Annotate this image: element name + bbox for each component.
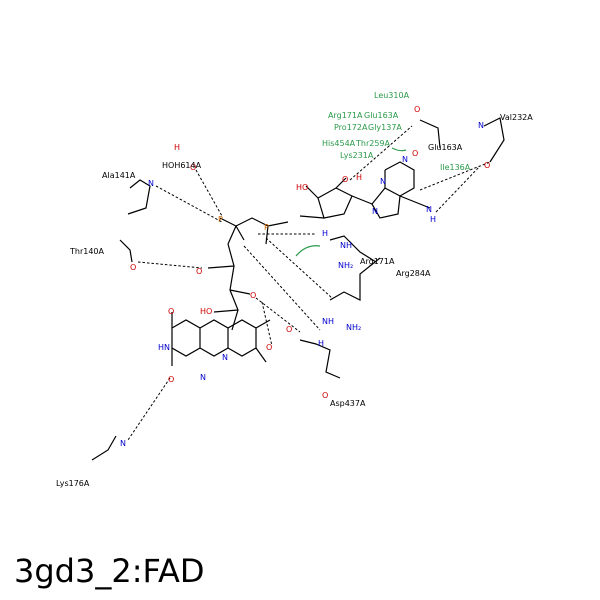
svg-text:O: O [266, 343, 272, 352]
svg-text:NH: NH [322, 317, 334, 326]
svg-text:O: O [250, 291, 256, 300]
label-thr259: Thr259A [355, 139, 391, 148]
svg-text:O: O [196, 267, 202, 276]
label-glu163: Glu163A [428, 143, 463, 152]
label-arg171: Arg171A [360, 257, 395, 266]
label-ala141: Ala141A [102, 171, 136, 180]
svg-text:O: O [190, 163, 196, 172]
label-hoh614: HOH614A [162, 161, 202, 170]
svg-text:N: N [426, 205, 432, 214]
svg-text:O: O [168, 375, 174, 384]
hydrophobic-contacts [295, 147, 407, 257]
svg-text:H: H [322, 229, 328, 238]
svg-text:NH₂: NH₂ [346, 323, 361, 332]
svg-text:O: O [484, 161, 490, 170]
svg-text:O: O [322, 391, 328, 400]
svg-text:O: O [414, 105, 420, 114]
svg-text:N: N [478, 121, 484, 130]
label-his454: His454A [322, 139, 356, 148]
adenine-ring [371, 161, 431, 219]
isoalloxazine-ring [171, 312, 271, 366]
hydrogen-bonds [127, 125, 491, 441]
svg-text:NH₂: NH₂ [338, 261, 353, 270]
svg-text:NH: NH [340, 241, 352, 250]
label-arg284: Arg284A [396, 269, 431, 278]
residue-stubs [91, 117, 505, 461]
atom-labels: HO O H N N N N H P P O H O N O O HO HN O… [120, 105, 490, 448]
svg-text:N: N [200, 373, 206, 382]
svg-text:HO: HO [200, 307, 212, 316]
label-val232: Val232A [500, 113, 533, 122]
label-glu163-hydrophobic: Glu163A [364, 111, 399, 120]
svg-text:HO: HO [296, 183, 308, 192]
label-gly137: Gly137A [368, 123, 402, 132]
label-thr140: Thr140A [69, 247, 105, 256]
svg-text:P: P [264, 223, 269, 232]
svg-text:P: P [218, 215, 223, 224]
residue-labels: Leu310A Arg171A Glu163A Pro172A Gly137A … [56, 91, 533, 488]
svg-text:O: O [342, 175, 348, 184]
svg-text:HN: HN [158, 343, 170, 352]
svg-text:H: H [356, 173, 362, 182]
svg-text:O: O [130, 263, 136, 272]
svg-text:H: H [430, 215, 436, 224]
label-pro172: Pro172A [334, 123, 368, 132]
svg-text:N: N [372, 207, 378, 216]
svg-text:N: N [380, 177, 386, 186]
svg-text:N: N [402, 155, 408, 164]
svg-text:H: H [174, 143, 180, 152]
ribityl-chain [207, 243, 251, 331]
phosphate-chain [219, 217, 289, 245]
label-lys176: Lys176A [56, 479, 90, 488]
label-asp437: Asp437A [330, 399, 366, 408]
svg-text:O: O [168, 307, 174, 316]
svg-text:O: O [286, 325, 292, 334]
page-title: 3gd3_2:FAD [14, 552, 205, 590]
label-leu310: Leu310A [374, 91, 410, 100]
ribose-ring [299, 177, 373, 219]
svg-text:N: N [222, 353, 228, 362]
label-arg171-hydrophobic: Arg171A [328, 111, 363, 120]
label-lys231: Lys231A [340, 151, 374, 160]
svg-text:N: N [120, 439, 126, 448]
svg-text:N: N [148, 179, 154, 188]
svg-text:O: O [412, 149, 418, 158]
label-ile136: Ile136A [440, 163, 471, 172]
svg-text:H: H [318, 339, 324, 348]
